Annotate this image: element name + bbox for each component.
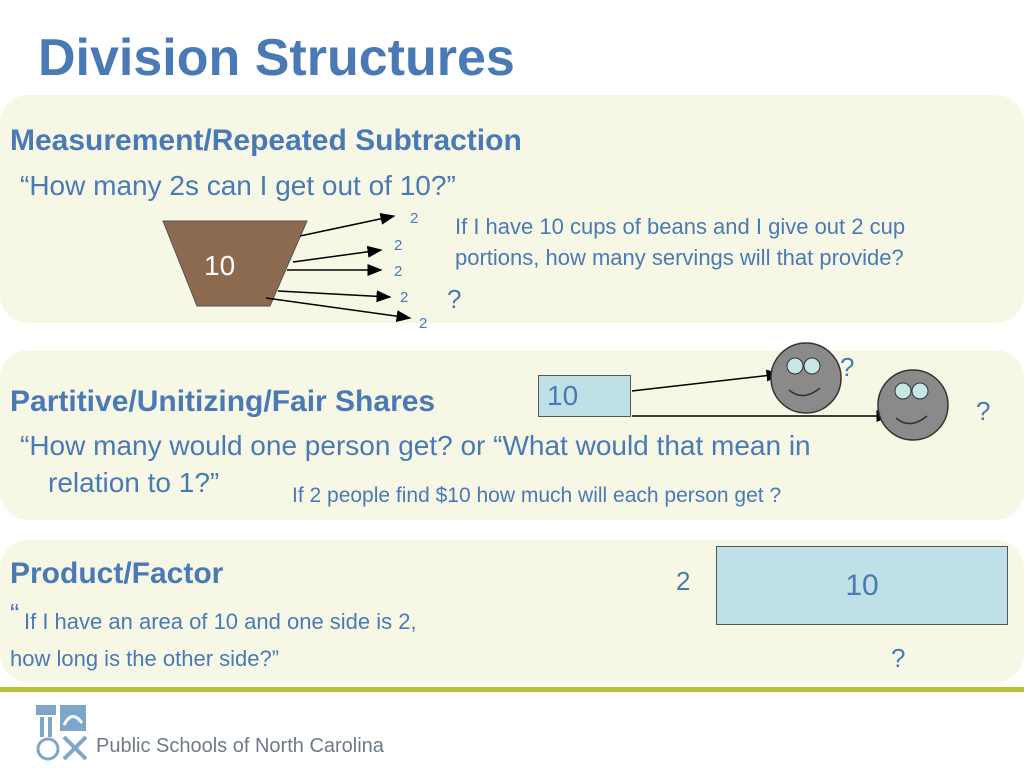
portion-label: 2: [394, 237, 403, 254]
measurement-unknown: ?: [447, 284, 462, 314]
product-quote-mark: “: [10, 598, 20, 629]
container-shape: [162, 220, 308, 307]
partitive-question-line2: relation to 1?”: [48, 467, 220, 498]
page-title: Division Structures: [38, 29, 515, 87]
portion-label: 2: [410, 210, 419, 227]
measurement-heading: Measurement/Repeated Subtraction: [10, 124, 522, 157]
person-face-icon: [770, 342, 842, 414]
partitive-heading: Partitive/Unitizing/Fair Shares: [10, 385, 436, 418]
footer-org-name: Public Schools of North Carolina: [96, 735, 384, 757]
total-amount-value: 10: [547, 380, 579, 411]
product-question-line1: If I have an area of 10 and one side is …: [24, 609, 417, 634]
area-rectangle: 10: [716, 546, 1008, 625]
container-value: 10: [204, 250, 236, 281]
person-face-icon: [877, 369, 949, 441]
portion-label: 2: [394, 263, 403, 280]
portion-arrow: [265, 297, 412, 323]
product-unknown: ?: [891, 643, 906, 673]
share-unknown-2: ?: [976, 396, 991, 426]
measurement-question: “How many 2s can I get out of 10?”: [20, 170, 456, 201]
partitive-example: If 2 people find $10 how much will each …: [292, 484, 782, 507]
portion-arrow: [299, 212, 396, 237]
product-question-line2: how long is the other side?”: [10, 646, 280, 671]
area-value: 10: [845, 568, 879, 602]
share-unknown-1: ?: [840, 352, 855, 382]
portion-arrow: [292, 245, 383, 263]
measurement-example-line2: portions, how many servings will that pr…: [455, 245, 904, 270]
share-arrow: [631, 369, 782, 392]
footer-rule: [0, 687, 1024, 692]
total-amount-box: 10: [538, 375, 631, 417]
product-heading: Product/Factor: [10, 557, 224, 590]
measurement-panel: [0, 95, 1024, 323]
portion-arrow: [277, 290, 392, 303]
nc-schools-logo-icon: [36, 705, 88, 761]
partitive-question-line1: “How many would one person get? or “What…: [20, 430, 811, 461]
portion-label: 2: [400, 289, 409, 306]
side-value: 2: [676, 566, 691, 596]
portion-label: 2: [419, 315, 428, 332]
measurement-example-line1: If I have 10 cups of beans and I give ou…: [455, 214, 906, 239]
